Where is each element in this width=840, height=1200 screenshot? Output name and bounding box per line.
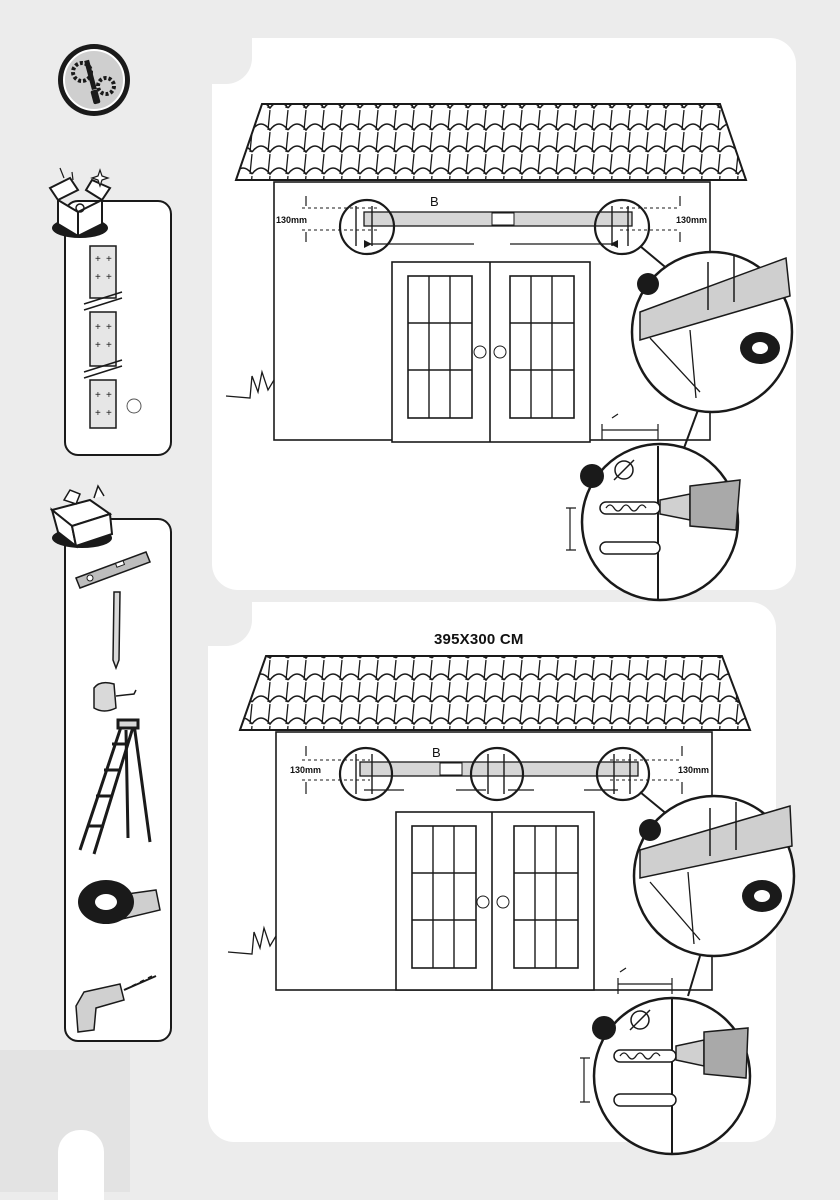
svg-text:+: + xyxy=(106,254,112,265)
svg-text:+: + xyxy=(106,272,112,283)
step-1-right-measure: 130mm xyxy=(676,215,707,225)
step-1-detail-tape xyxy=(632,252,792,412)
svg-text:+: + xyxy=(106,322,112,333)
pencil-icon xyxy=(113,592,120,668)
step-1-detail-drill xyxy=(580,444,740,600)
step-2-detail-drill xyxy=(592,998,750,1154)
toolbox-icon xyxy=(52,486,112,548)
step-2-title: 395X300 CM xyxy=(434,631,524,648)
svg-text:+: + xyxy=(106,340,112,351)
step-1-left-measure: 130mm xyxy=(276,215,307,225)
svg-text:+: + xyxy=(95,408,101,419)
step-ladder-icon xyxy=(80,720,150,854)
svg-text:+: + xyxy=(95,272,101,283)
step-2-right-measure: 130mm xyxy=(678,765,709,775)
rail-label-sticker xyxy=(492,213,514,225)
adhesive-tape-roll-icon xyxy=(78,880,160,924)
svg-text:+: + xyxy=(106,408,112,419)
step-2-part-label: B xyxy=(432,745,441,760)
rail-label-sticker-2 xyxy=(440,763,462,775)
svg-text:+: + xyxy=(95,322,101,333)
svg-text:+: + xyxy=(95,390,101,401)
step-1-part-label: B xyxy=(430,194,439,209)
svg-text:+: + xyxy=(95,254,101,265)
spirit-level-icon xyxy=(76,552,150,588)
open-box-icon xyxy=(50,168,110,238)
svg-text:+: + xyxy=(106,390,112,401)
svg-text:+: + xyxy=(95,340,101,351)
metal-plate-part xyxy=(84,246,122,428)
step-2-left-measure: 130mm xyxy=(290,765,321,775)
quantity-circle xyxy=(127,399,141,413)
gears-screwdriver-icon xyxy=(58,44,130,116)
power-drill-icon xyxy=(76,976,156,1032)
tape-measure-icon xyxy=(94,683,136,711)
step-2-detail-tape xyxy=(634,796,794,956)
